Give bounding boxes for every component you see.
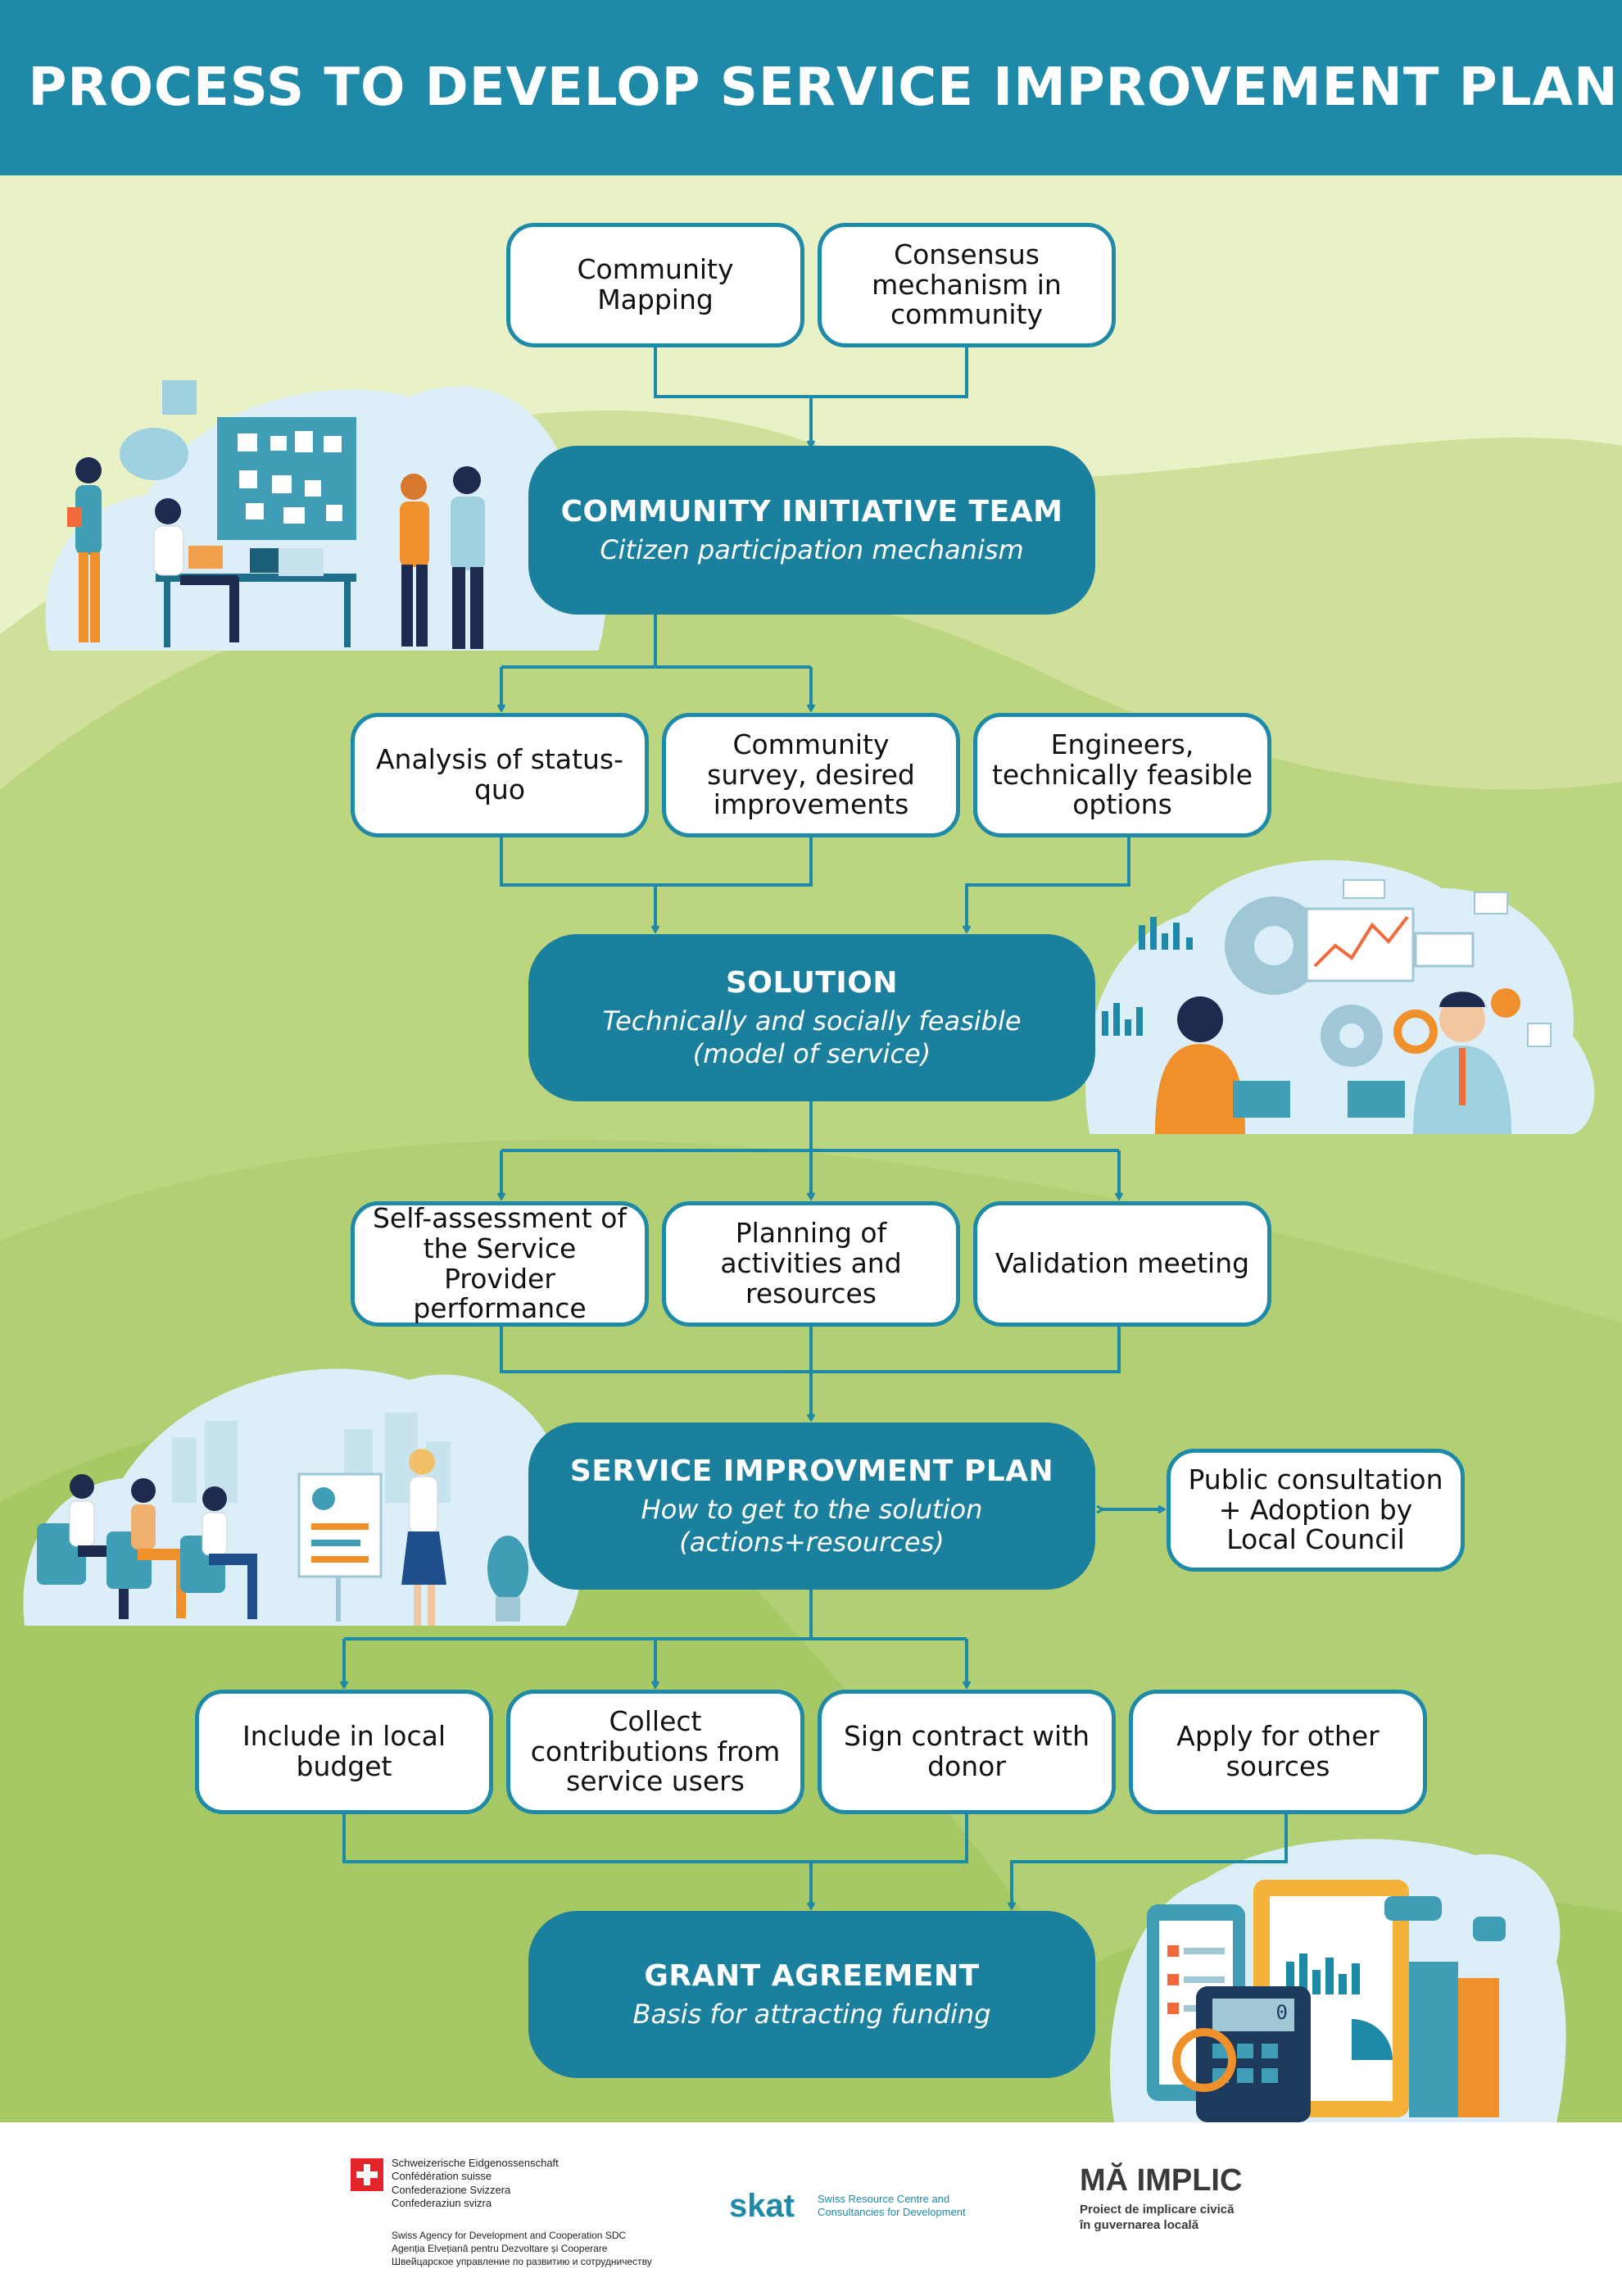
diagram-canvas: Community Mapping Consensus mechanism in… — [0, 175, 1622, 2122]
service-improvement-plan-pill: SERVICE IMPROVMENT PLAN How to get to th… — [528, 1423, 1095, 1590]
sign-contract-box: Sign contract with donor — [818, 1690, 1116, 1814]
calculator-display: 0 — [1275, 2001, 1288, 2024]
cit-title: COMMUNITY INITIATIVE TEAM — [560, 494, 1063, 529]
community-survey-box: Community survey, desired improvements — [662, 713, 960, 837]
sip-title: SERVICE IMPROVMENT PLAN — [569, 1454, 1054, 1488]
sip-subtitle-1: How to get to the solution — [641, 1493, 983, 1525]
sdc-text: Swiss Agency for Development and Coopera… — [392, 2230, 652, 2268]
solution-subtitle-1: Technically and socially feasible — [602, 1005, 1022, 1037]
validation-meeting-box: Validation meeting — [973, 1201, 1271, 1327]
ma-implic-logo: MĂ IMPLIC — [1080, 2163, 1243, 2198]
solution-subtitle-2: (model of service) — [692, 1037, 931, 1069]
planning-activities-box: Planning of activities and resources — [662, 1201, 960, 1327]
connector-lines — [0, 347, 1288, 2122]
header-banner: PROCESS TO DEVELOP SERVICE IMPROVEMENT P… — [0, 0, 1622, 175]
team-meeting-illustration — [45, 380, 606, 651]
collect-contributions-box: Collect contributions from service users — [506, 1690, 804, 1814]
community-initiative-team-pill: COMMUNITY INITIATIVE TEAM Citizen partic… — [528, 446, 1095, 615]
solution-pill: SOLUTION Technically and socially feasib… — [528, 934, 1095, 1101]
consensus-mechanism-box: Consensus mechanism in community — [818, 223, 1116, 347]
ma-implic-text: Proiect de implicare civică în guvernare… — [1080, 2203, 1235, 2232]
grant-subtitle: Basis for attracting funding — [632, 1998, 991, 2030]
illustrations — [23, 380, 1595, 2122]
swiss-confederation-text: Schweizerische Eidgenossenschaft Confédé… — [392, 2157, 559, 2209]
skat-text: Swiss Resource Centre and Consultancies … — [818, 2193, 966, 2219]
self-assessment-box: Self-assessment of the Service Provider … — [351, 1201, 649, 1327]
apply-other-sources-box: Apply for other sources — [1129, 1690, 1427, 1814]
sip-subtitle-2: (actions+resources) — [679, 1526, 945, 1558]
grant-title: GRANT AGREEMENT — [644, 1958, 980, 1993]
footer: Schweizerische Eidgenossenschaft Confédé… — [0, 2122, 1622, 2296]
finance-illustration — [1109, 1839, 1566, 2122]
cit-subtitle: Citizen participation mechanism — [600, 533, 1024, 565]
engineers-options-box: Engineers, technically feasible options — [973, 713, 1271, 837]
swiss-flag-icon — [351, 2158, 383, 2191]
analysis-status-quo-box: Analysis of status-quo — [351, 713, 649, 837]
presentation-illustration — [23, 1368, 582, 1626]
page-title: PROCESS TO DEVELOP SERVICE IMPROVEMENT P… — [28, 57, 1619, 118]
engineers-illustration — [1085, 860, 1595, 1134]
include-local-budget-box: Include in local budget — [195, 1690, 493, 1814]
public-consultation-box: Public consultation + Adoption by Local … — [1167, 1449, 1465, 1572]
grant-agreement-pill: GRANT AGREEMENT Basis for attracting fun… — [528, 1911, 1095, 2078]
community-mapping-box: Community Mapping — [506, 223, 804, 347]
skat-logo: skat — [729, 2188, 795, 2224]
solution-title: SOLUTION — [725, 965, 899, 1000]
